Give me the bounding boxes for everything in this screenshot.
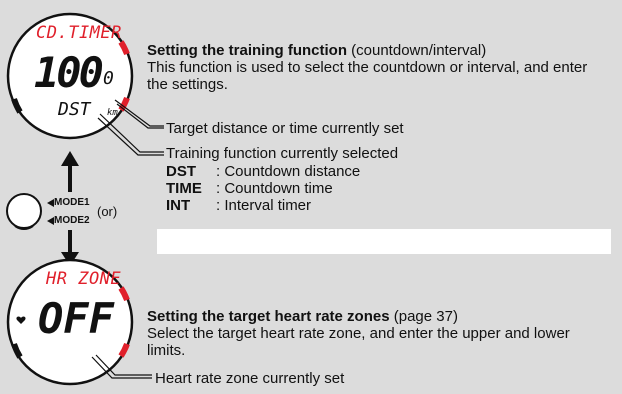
bottom-watch-dial: [6, 258, 134, 386]
function-key: DST: [166, 163, 196, 180]
or-label: (or): [97, 204, 118, 219]
callout-target-distance: Target distance or time currently set: [166, 120, 404, 137]
function-desc: : Countdown distance: [216, 163, 361, 180]
leader-line-bottom: [91, 354, 152, 379]
section1-description: This function is used to select the coun…: [147, 59, 588, 93]
bottom-main-value: OFF: [38, 294, 114, 343]
top-function-code: DST: [58, 99, 91, 120]
section2-heading-suffix: (page 37): [393, 308, 458, 325]
blank-strip: [157, 229, 611, 254]
top-mode-title: CD.TIMER: [36, 23, 122, 43]
callout-heart-rate-zone: Heart rate zone currently set: [155, 370, 345, 387]
function-row-time: TIME : Countdown time: [166, 180, 333, 197]
section1-heading: Setting the training function: [147, 42, 347, 59]
section1-heading-line: Setting the training function (countdown…: [147, 42, 486, 59]
function-desc: : Countdown time: [216, 180, 333, 197]
function-key: INT: [166, 197, 191, 214]
function-row-int: INT : Interval timer: [166, 197, 311, 214]
mode2-label: MODE2: [54, 215, 90, 226]
callout-training-function: Training function currently selected: [166, 145, 399, 162]
section1-heading-suffix: (countdown/interval): [351, 42, 487, 59]
function-desc: : Interval timer: [216, 197, 312, 214]
up-arrow-icon: [61, 151, 79, 192]
button-cluster: [6, 193, 54, 230]
top-decimal-value: 0: [103, 68, 114, 89]
leader-lines-top: [97, 99, 164, 156]
top-main-value: 100: [34, 48, 104, 97]
bottom-mode-title: HR ZONE: [46, 269, 122, 289]
top-watch-dial: [6, 12, 134, 140]
section2-description: Select the target heart rate zone, and e…: [147, 325, 570, 359]
mode1-label: MODE1: [54, 197, 90, 208]
section2-heading: Setting the target heart rate zones: [147, 308, 390, 325]
function-row-dst: DST : Countdown distance: [166, 163, 360, 180]
top-unit: km: [107, 108, 118, 118]
function-key: TIME: [166, 180, 202, 197]
section2-heading-line: Setting the target heart rate zones (pag…: [147, 308, 458, 325]
